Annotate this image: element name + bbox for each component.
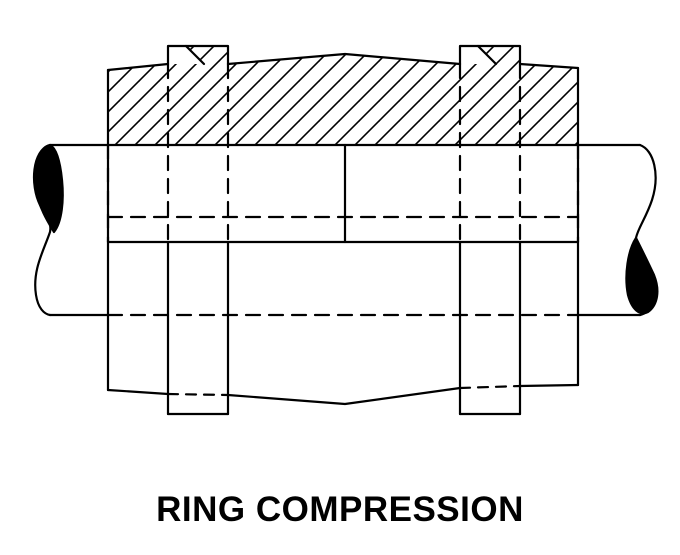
ring-compression-diagram	[33, 44, 659, 416]
compression-ring-left	[166, 44, 230, 416]
coupling-body-hatched-section	[108, 46, 578, 145]
pipe-break-right	[625, 143, 659, 317]
pipe-break-left	[33, 143, 64, 317]
coupling-hidden-ends	[106, 143, 580, 244]
pipe	[48, 143, 642, 317]
compression-ring-right	[458, 44, 522, 416]
diagram-caption: RING COMPRESSION	[156, 490, 524, 529]
